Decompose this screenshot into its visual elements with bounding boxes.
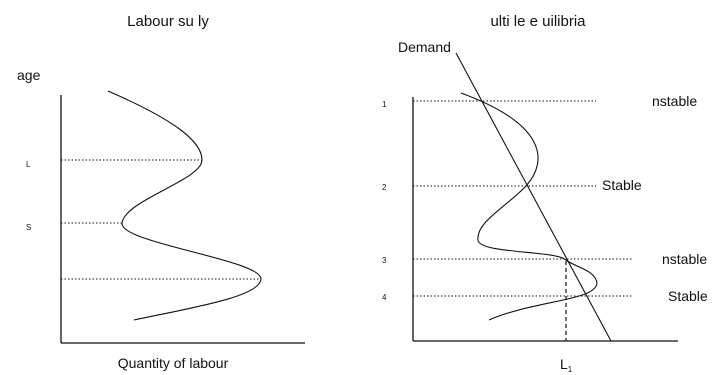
equilibrium-label-2: Stable [602, 177, 642, 193]
right-tick-label-1: 1 [382, 100, 387, 109]
l1-label: L1 [560, 356, 573, 374]
l1-label-subscript: 1 [568, 365, 573, 374]
labour-supply-title: Labour su ly [127, 13, 209, 30]
l1-label-base: L [560, 356, 568, 372]
right-tick-label-2: 2 [382, 183, 387, 192]
left-tick-label-upper: L [26, 160, 31, 169]
demand-label: Demand [398, 39, 451, 55]
left-x-axis-label: Quantity of labour [118, 355, 229, 371]
labour-supply-curve [107, 90, 262, 321]
multiple-equilibria-supply-curve [460, 92, 598, 321]
left-y-axis-label: age [17, 67, 41, 83]
multiple-equilibria-title: ulti le e uilibria [490, 13, 586, 30]
multiple-equilibria-panel: ulti le e uilibria Demand 1 2 3 4 nstabl… [382, 13, 708, 374]
equilibrium-label-3: nstable [662, 251, 707, 267]
right-tick-label-3: 3 [382, 256, 387, 265]
left-tick-label-middle: S [26, 223, 31, 232]
equilibrium-label-1: nstable [652, 93, 697, 109]
labour-supply-panel: Labour su ly age L S Quantity of labour [17, 13, 305, 371]
demand-curve [455, 52, 612, 342]
right-tick-label-4: 4 [382, 293, 387, 302]
equilibrium-label-4: Stable [668, 288, 708, 304]
